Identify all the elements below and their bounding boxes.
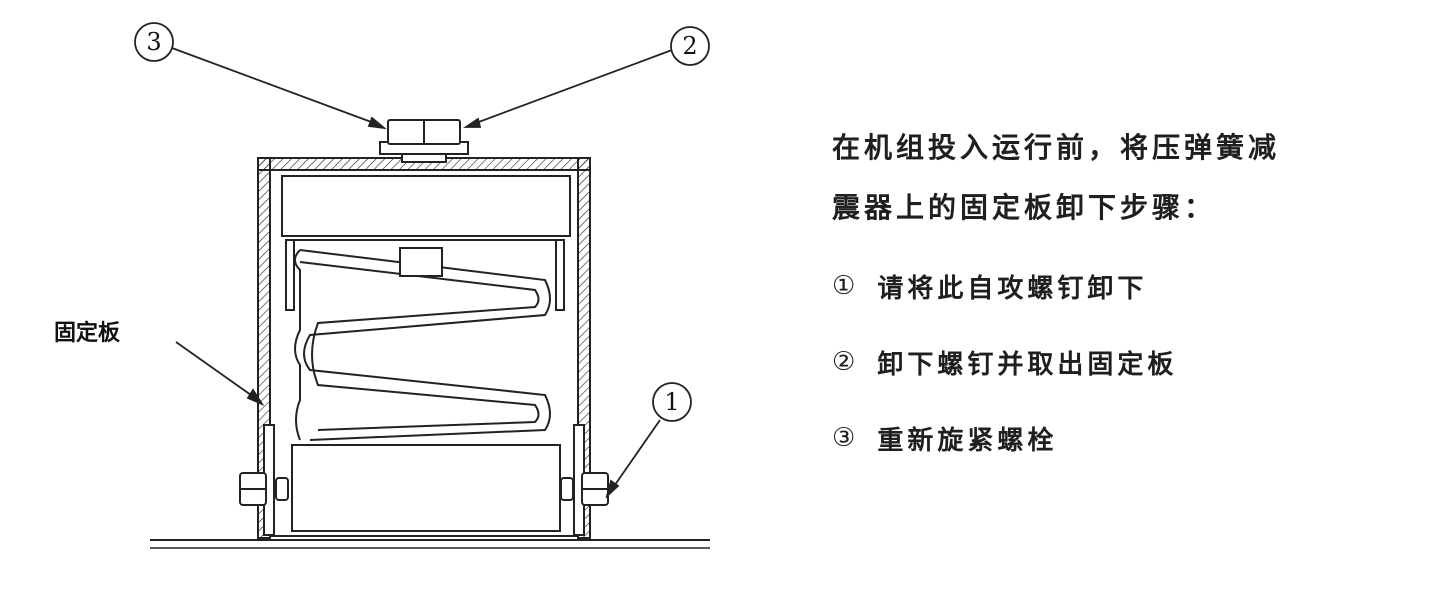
housing: [257, 157, 591, 539]
svg-text:1: 1: [664, 388, 679, 416]
side-screw-left: [239, 472, 289, 506]
svg-text:3: 3: [146, 28, 161, 56]
instructions-panel: 在机组投入运行前，将压弹簧减 震器上的固定板卸下步骤： ① 请将此自攻螺钉卸下 …: [832, 118, 1392, 476]
callout-3: 3: [134, 22, 174, 62]
intro-line-1: 在机组投入运行前，将压弹簧减: [832, 131, 1281, 164]
callout-2: 2: [670, 26, 710, 66]
inner-nut: [399, 247, 443, 277]
intro-line-2: 震器上的固定板卸下步骤：: [832, 191, 1217, 224]
spring: [294, 249, 551, 441]
spring-damper-diagram: 3 2 1 固定板: [54, 22, 710, 549]
step-3-mark: ③: [832, 423, 860, 453]
top-bolt: [379, 119, 469, 163]
base-floor: [150, 539, 710, 549]
upper-block: [281, 175, 571, 311]
leader-lines: [171, 47, 673, 499]
side-screw-right: [560, 472, 609, 506]
fixing-plate-label: 固定板: [54, 320, 121, 346]
step-2-mark: ②: [832, 347, 860, 377]
step-2: ② 卸下螺钉并取出固定板: [832, 324, 1392, 400]
step-3-text: 重新旋紧螺栓: [877, 425, 1058, 456]
step-2-text: 卸下螺钉并取出固定板: [877, 349, 1178, 380]
step-1-mark: ①: [832, 271, 860, 301]
step-1: ① 请将此自攻螺钉卸下: [832, 248, 1392, 324]
callout-1: 1: [652, 382, 692, 422]
step-3: ③ 重新旋紧螺栓: [832, 400, 1392, 476]
step-1-text: 请将此自攻螺钉卸下: [877, 273, 1148, 304]
lower-block: [291, 444, 561, 532]
svg-text:2: 2: [682, 32, 697, 60]
